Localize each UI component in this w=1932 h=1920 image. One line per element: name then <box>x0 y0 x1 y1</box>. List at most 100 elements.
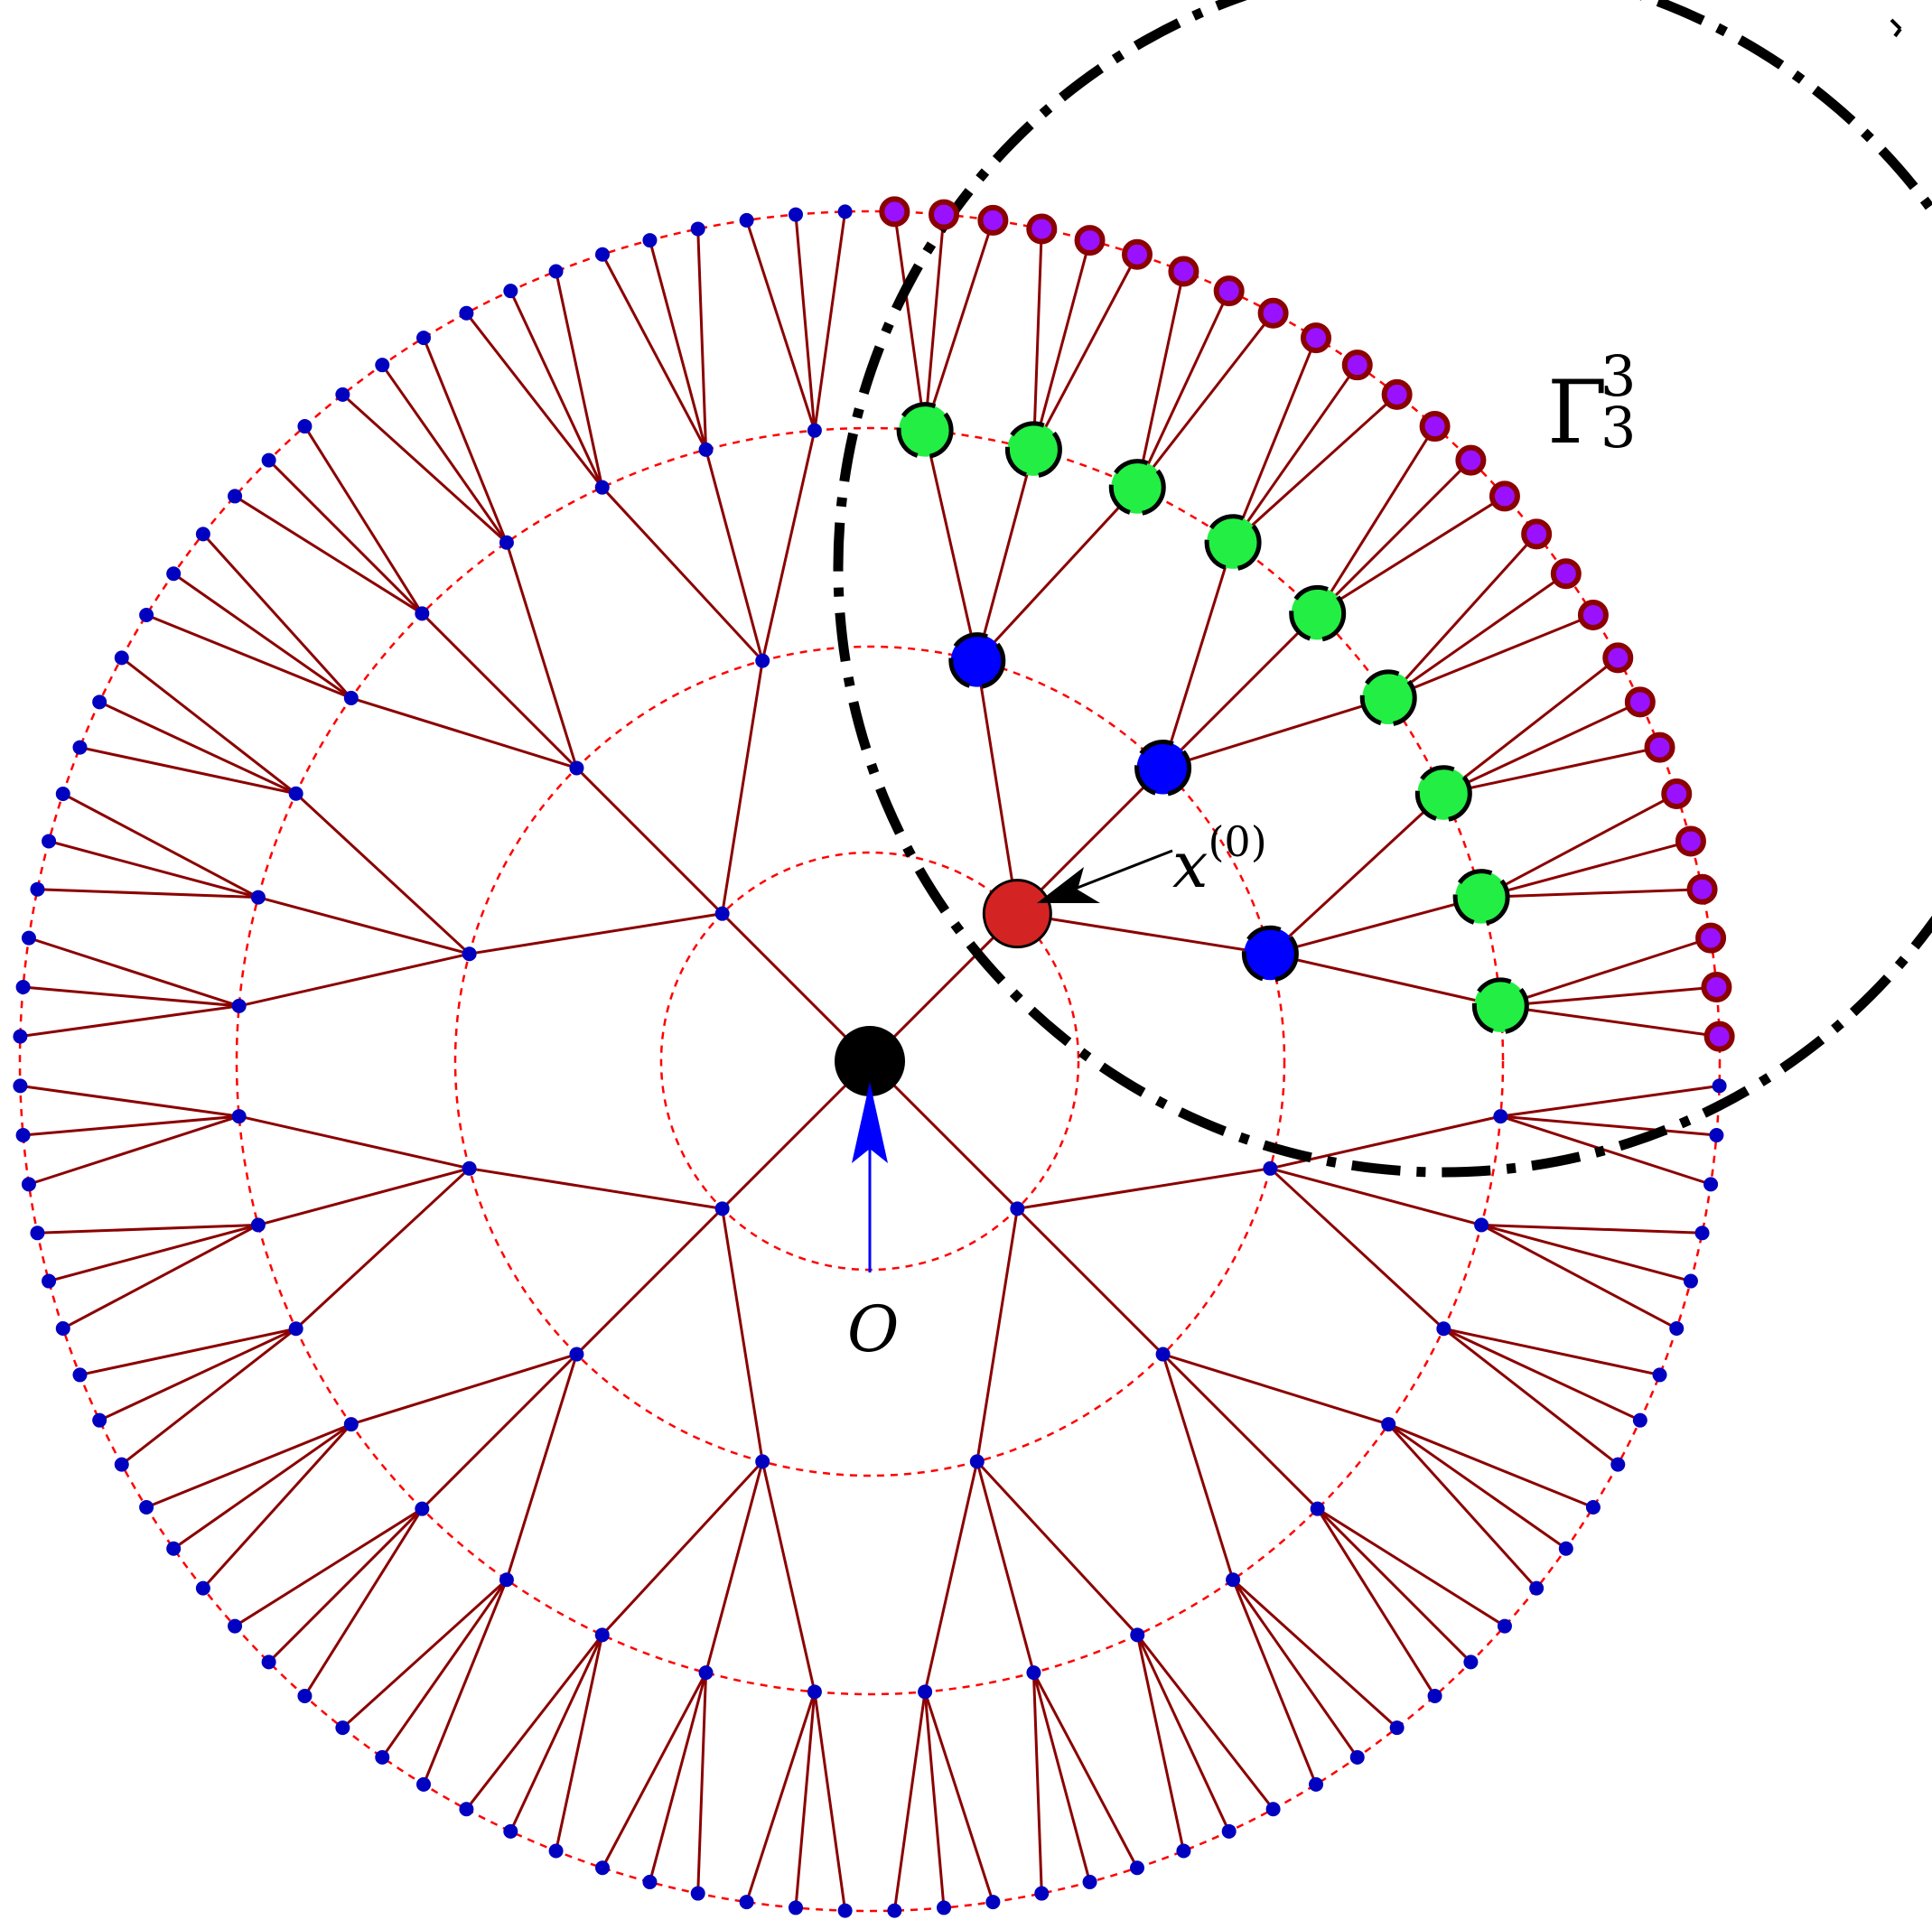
tree-node <box>231 998 247 1013</box>
tree-node <box>1129 1860 1144 1876</box>
distance-2-node <box>1108 459 1166 517</box>
tree-node <box>1694 1226 1710 1241</box>
tree-node <box>30 881 45 897</box>
tree-node <box>1427 1688 1442 1703</box>
tree-node <box>72 740 88 755</box>
tree-node <box>55 787 70 802</box>
tree-node <box>415 1776 431 1792</box>
tree-node <box>415 1501 430 1516</box>
tree-edge <box>381 1579 509 1758</box>
tree-node <box>642 1874 658 1889</box>
tree-edge <box>1232 1579 1398 1729</box>
tree-edge <box>555 271 604 488</box>
tree-node <box>1389 1720 1405 1736</box>
tree-node <box>166 1541 182 1556</box>
tree-edge <box>575 1207 723 1356</box>
tree-node <box>1155 1347 1171 1362</box>
tree-edge <box>98 1327 297 1422</box>
tree-node <box>1349 1749 1365 1765</box>
tree-node <box>755 653 770 668</box>
tree-edge <box>1031 1672 1091 1883</box>
tree-edge <box>1232 393 1398 544</box>
tree-edge <box>37 888 258 899</box>
tree-edge <box>1016 1207 1164 1356</box>
gamma-leaf-node <box>1675 825 1706 857</box>
tree-node <box>1463 1654 1479 1670</box>
tree-node <box>837 1903 853 1918</box>
tree-edges <box>20 211 1720 1911</box>
gamma-leaf-node <box>1074 225 1106 256</box>
gamma-leaf-node <box>1381 378 1413 410</box>
level-ring-3 <box>235 426 1505 1696</box>
tree-edge <box>509 1634 604 1832</box>
tree-edge <box>1135 271 1185 488</box>
gamma-leaf-node <box>1121 238 1153 270</box>
tree-node <box>15 979 31 994</box>
tree-node <box>698 442 714 457</box>
tree-edge <box>98 700 297 796</box>
tree-edge <box>923 430 979 661</box>
tree-edge <box>601 1460 764 1636</box>
tree-edge <box>555 1635 604 1851</box>
gamma-leaf-node <box>1341 350 1373 381</box>
start-label-symbol: x <box>1172 828 1208 902</box>
tree-edge <box>1031 1673 1043 1894</box>
tree-edge <box>381 364 509 544</box>
tree-edge <box>1136 1634 1274 1811</box>
gamma-leaf-node <box>1701 971 1732 1002</box>
gamma-label: Γ 3 3 <box>1547 343 1636 463</box>
tree-node <box>21 930 36 946</box>
tree-edge <box>794 1692 817 1908</box>
distance-2-node <box>1289 584 1347 642</box>
tree-node <box>969 1454 985 1469</box>
tree-node <box>503 284 518 299</box>
tree-edge <box>1269 1167 1482 1226</box>
tree-edge <box>120 1328 297 1466</box>
tree-node <box>195 527 210 542</box>
tree-edge <box>350 696 577 769</box>
tree-node <box>1226 1572 1241 1588</box>
gamma-leaf-node <box>1521 518 1553 550</box>
distance-2-node <box>1204 514 1262 572</box>
tree-node <box>1436 1321 1451 1337</box>
start-node <box>982 879 1052 949</box>
tree-node <box>231 1109 247 1124</box>
tree-node <box>1130 1627 1145 1643</box>
tree-node <box>92 1412 107 1428</box>
tree-edge <box>975 1208 1019 1462</box>
tree-node <box>375 1749 390 1765</box>
tree-edge <box>1231 337 1318 544</box>
tree-edge <box>813 1692 847 1911</box>
tree-edge <box>145 1422 352 1509</box>
tree-node <box>548 1843 564 1859</box>
distance-1-node <box>1241 925 1299 983</box>
tree-edge <box>705 1460 764 1673</box>
tree-edge <box>1316 459 1472 615</box>
tree-edge <box>975 486 1139 662</box>
tree-edge <box>1017 912 1271 955</box>
tree-node <box>1652 1367 1667 1383</box>
tree-node <box>1310 1501 1325 1516</box>
tree-edge <box>975 449 1035 662</box>
tree-node <box>139 1500 154 1515</box>
tree-node <box>937 1900 952 1915</box>
start-label: x(0) <box>1172 817 1267 902</box>
tree-node <box>72 1367 88 1383</box>
gamma-leaf-node <box>1602 642 1634 674</box>
tree-edge <box>1481 1223 1703 1235</box>
tree-edge <box>79 746 296 796</box>
tree-node <box>13 1029 28 1044</box>
tree-node <box>13 1078 28 1094</box>
tree-node <box>15 1128 31 1143</box>
tree-node <box>714 1201 730 1216</box>
gamma-leaf-node <box>1703 1021 1735 1052</box>
tree-node <box>499 535 514 550</box>
distance-1-node <box>948 632 1006 690</box>
distance-2-node <box>1452 869 1510 927</box>
tree-edge <box>28 937 240 1008</box>
tree-node <box>1026 1665 1041 1681</box>
gamma-leaf-node <box>1550 558 1582 590</box>
tree-node <box>1010 1201 1025 1216</box>
tree-edge <box>1269 896 1482 955</box>
tree-node <box>1632 1412 1647 1428</box>
